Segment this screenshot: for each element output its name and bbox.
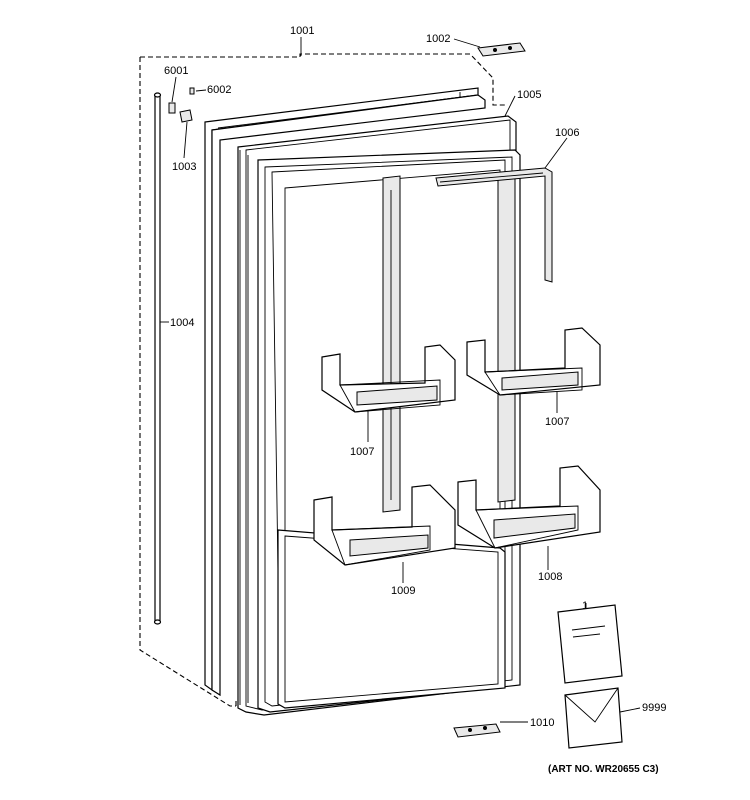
callout-1001: 1001 — [290, 25, 314, 37]
envelope-9999 — [564, 687, 623, 749]
callout-9999: 9999 — [642, 702, 666, 714]
screw-6002 — [189, 87, 195, 95]
callout-1004: 1004 — [170, 317, 194, 329]
hinge-rod-1004 — [153, 92, 162, 625]
callout-6002: 6002 — [207, 84, 231, 96]
callout-1: 1 — [582, 600, 588, 612]
gasket-1006 — [435, 167, 553, 283]
bracket-1003 — [179, 109, 193, 123]
manual-booklet-1 — [557, 604, 623, 684]
assembly-boundary-lower — [139, 57, 236, 707]
callout-1006: 1006 — [555, 127, 579, 139]
callout-1007-right: 1007 — [545, 416, 569, 428]
door-outer-panel — [204, 87, 486, 697]
door-bin-upper-left-1007 — [321, 344, 456, 413]
art-number: (ART NO. WR20655 C3) — [548, 764, 659, 775]
door-bin-lower-right-1008 — [457, 465, 601, 549]
door-bin-upper-right-1007 — [466, 327, 601, 396]
callout-1008: 1008 — [538, 571, 562, 583]
hinge-1010 — [453, 723, 501, 738]
callout-1003: 1003 — [172, 161, 196, 173]
hinge-1002 — [477, 42, 526, 57]
leader-lines — [160, 37, 641, 723]
door-bin-lower-left-1009 — [313, 484, 456, 566]
callout-1005: 1005 — [517, 89, 541, 101]
assembly-boundary-1001 — [140, 53, 505, 106]
callout-6001: 6001 — [164, 65, 188, 77]
screw-6001 — [168, 102, 176, 114]
callout-1010: 1010 — [530, 717, 554, 729]
callout-1007-left: 1007 — [350, 446, 374, 458]
callout-1002: 1002 — [426, 33, 450, 45]
callout-1009: 1009 — [391, 585, 415, 597]
